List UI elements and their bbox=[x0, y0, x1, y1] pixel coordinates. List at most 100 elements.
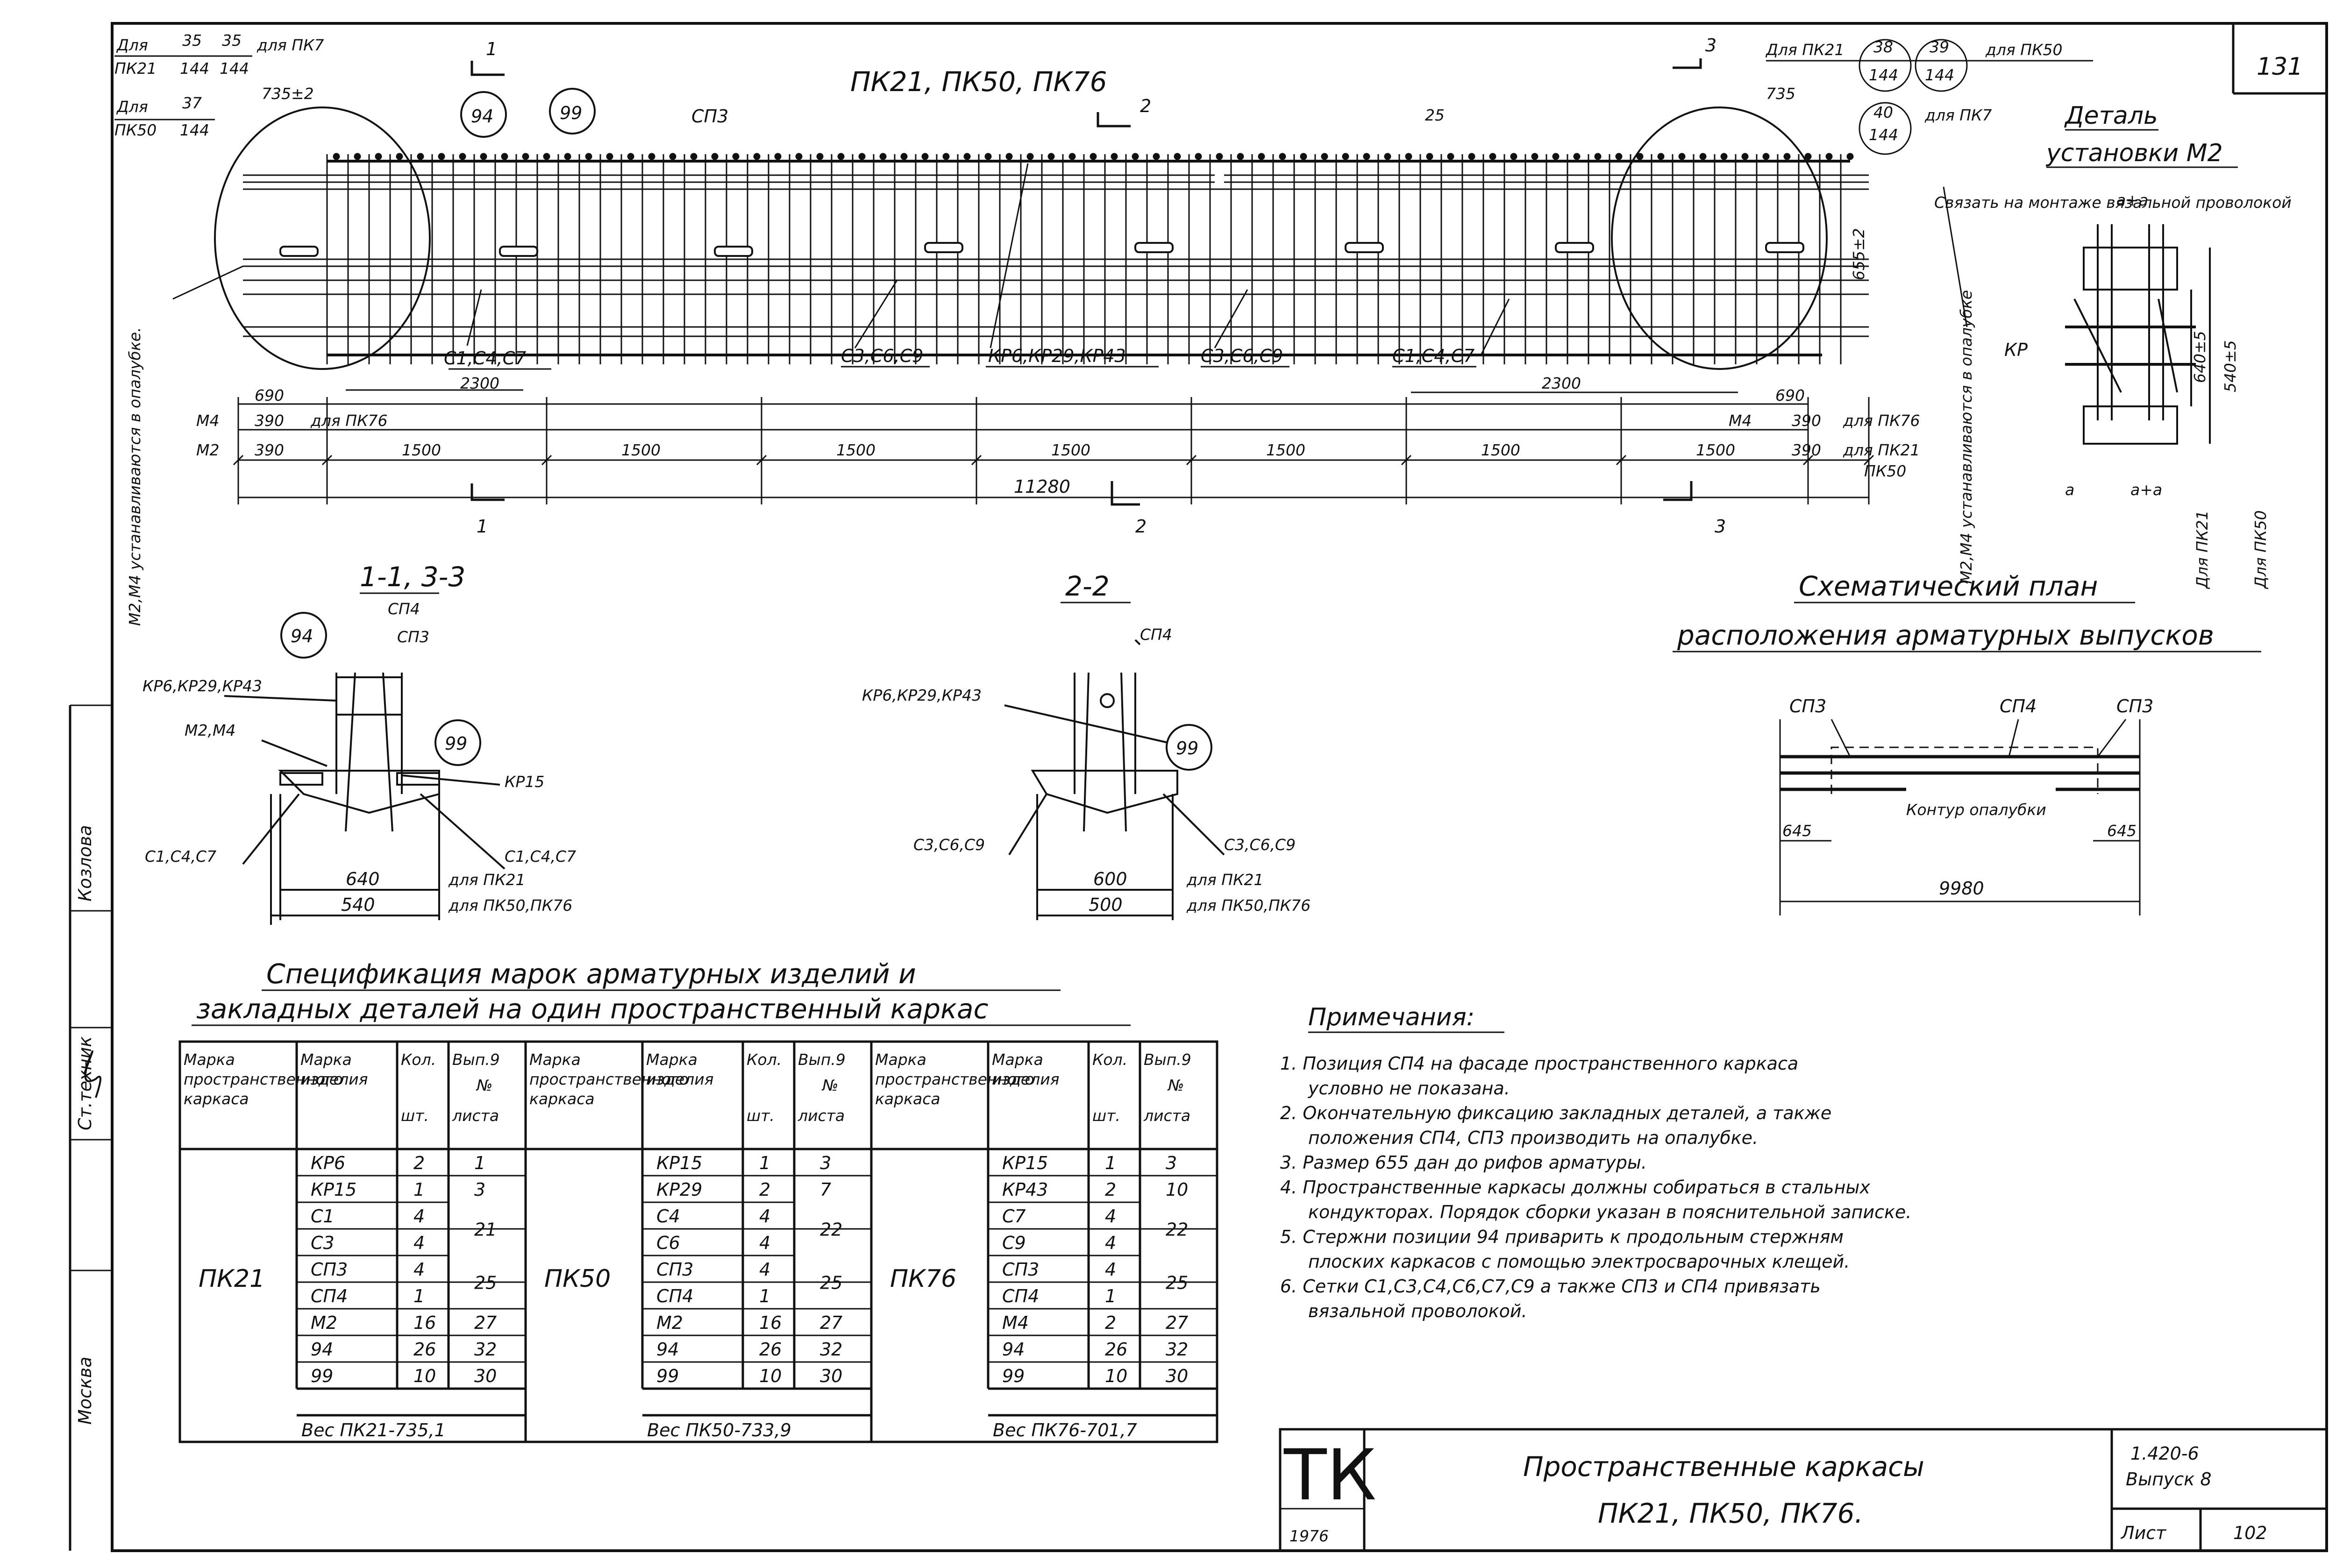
dim-735-left: 735±2 bbox=[262, 85, 314, 103]
spec-sheet: 1 bbox=[474, 1153, 485, 1173]
detail-title-2: установки М2 bbox=[2045, 139, 2223, 167]
spec-title-1: Спецификация марок арматурных изделий и bbox=[266, 958, 916, 990]
detail-kr: КР bbox=[2004, 340, 2028, 360]
note-line: 2. Окончательную фиксацию закладных дета… bbox=[1280, 1103, 1831, 1123]
cut-2-bot: 2 bbox=[1135, 516, 1147, 537]
schematic-sp3a: СП3 bbox=[1789, 696, 1826, 717]
tr-144d: 144 bbox=[1869, 66, 1898, 84]
spec-hdr-issue: Вып.9 bbox=[798, 1050, 846, 1069]
callout-99-circle bbox=[549, 88, 596, 135]
side-note-left: М2,М4 устанавливаются в опалубке. bbox=[126, 327, 144, 626]
cut-1-bot: 1 bbox=[477, 516, 488, 537]
callout-94-circle bbox=[460, 91, 507, 138]
spec-item: С1 bbox=[311, 1206, 335, 1227]
dim-2300-left: 2300 bbox=[460, 374, 499, 392]
stamp-logo: ТК bbox=[1283, 1435, 1376, 1516]
span-1500: 1500 bbox=[1051, 441, 1090, 459]
spec-hdr-issue: Вып.9 bbox=[452, 1050, 500, 1069]
tr-for-pk7: для ПК7 bbox=[1924, 106, 1992, 124]
spec-hdr-frame-2: пространственного bbox=[184, 1070, 343, 1088]
spec-item: КР15 bbox=[311, 1179, 356, 1200]
spec-sheet: 30 bbox=[474, 1366, 497, 1386]
spec-item: 99 bbox=[1002, 1366, 1025, 1386]
row-m4: М4 bbox=[196, 412, 219, 430]
spec-qty: 26 bbox=[413, 1339, 436, 1360]
spec-qty: 1 bbox=[759, 1153, 770, 1173]
spec-qty: 26 bbox=[759, 1339, 782, 1360]
section-22-for-pk21: для ПК21 bbox=[1186, 871, 1263, 889]
sheet-frame bbox=[69, 22, 2328, 1552]
note-line: плоских каркасов с помощью электросвароч… bbox=[1308, 1251, 1850, 1272]
spec-item: С9 bbox=[1002, 1233, 1026, 1253]
callout-99: 99 bbox=[560, 103, 582, 123]
tl-144b: 144 bbox=[220, 59, 249, 78]
tr-for-pk21: Для ПК21 bbox=[1765, 41, 1844, 59]
section-22-500: 500 bbox=[1089, 894, 1123, 915]
specification: Спецификация марок арматурных изделий и … bbox=[178, 958, 1218, 1443]
row-m2-right-pk50: ПК50 bbox=[1864, 462, 1906, 480]
section-11-c-right: С1,С4,С7 bbox=[505, 847, 576, 866]
section-11-640: 640 bbox=[346, 869, 380, 889]
spec-item: С6 bbox=[656, 1233, 680, 1253]
tl-pk21: ПК21 bbox=[114, 59, 157, 78]
section-11-callout-99: 99 bbox=[445, 733, 467, 754]
spec-item: 99 bbox=[311, 1366, 333, 1386]
spec-hdr-qty-unit: шт. bbox=[1092, 1107, 1120, 1125]
tr-144f: 144 bbox=[1869, 126, 1898, 144]
spec-item: 94 bbox=[311, 1339, 333, 1360]
tr-144e: 144 bbox=[1925, 66, 1954, 84]
spec-qty: 16 bbox=[759, 1313, 782, 1333]
spec-hdr-frame-2: пространственного bbox=[529, 1070, 689, 1088]
row-m2-right-for-pk21: для ПК21 bbox=[1843, 441, 1920, 459]
schematic-645a: 645 bbox=[1782, 822, 1812, 840]
spec-weight: Вес ПК21-735,1 bbox=[301, 1420, 446, 1440]
spec-qty: 2 bbox=[413, 1153, 425, 1173]
row-m4-right-for-pk76: для ПК76 bbox=[1843, 412, 1920, 430]
spec-qty: 2 bbox=[759, 1179, 770, 1200]
side-note-right: М2,М4 устанавливаются в опалубке bbox=[1957, 290, 1975, 584]
spec-hdr-item-2: изделия bbox=[992, 1070, 1060, 1088]
spec-hdr-sheet: листа bbox=[1143, 1107, 1190, 1125]
title-block: ТК 1976 Пространственные каркасы ПК21, П… bbox=[1279, 1428, 2328, 1552]
spec-qty: 4 bbox=[413, 1259, 425, 1280]
cut-3-bot: 3 bbox=[1715, 516, 1726, 537]
section-22-c-left: С3,С6,С9 bbox=[913, 836, 985, 854]
section-2-2: 2-2 СП4 КР6,КР29,КР43 99 С3,С6,С9 С3,С6,… bbox=[862, 570, 1310, 920]
main-title: ПК21, ПК50, ПК76 bbox=[850, 66, 1107, 98]
spec-hdr-sheet: листа bbox=[798, 1107, 845, 1125]
spec-qty: 10 bbox=[413, 1366, 436, 1386]
spec-hdr-issue: Вып.9 bbox=[1144, 1050, 1191, 1069]
schematic-title-1: Схематический план bbox=[1799, 570, 2098, 602]
spec-hdr-item-2: изделия bbox=[300, 1070, 368, 1088]
row-m4-for-pk76: для ПК76 bbox=[310, 412, 387, 430]
callout-94: 94 bbox=[471, 106, 493, 127]
spec-qty: 4 bbox=[759, 1259, 770, 1280]
spec-qty: 1 bbox=[413, 1286, 425, 1306]
spec-item: КР29 bbox=[656, 1179, 702, 1200]
span-1500: 1500 bbox=[836, 441, 876, 459]
stamp-title-2: ПК21, ПК50, ПК76. bbox=[1598, 1497, 1863, 1529]
dim-2300-right: 2300 bbox=[1542, 374, 1581, 392]
schematic-645b: 645 bbox=[2107, 822, 2137, 840]
detail-for-pk50: Для ПК50 bbox=[2251, 511, 2270, 589]
spec-hdr-item-2: изделия bbox=[646, 1070, 714, 1088]
stamp-issue: Выпуск 8 bbox=[2126, 1469, 2212, 1490]
spec-sheet: 25 bbox=[474, 1273, 497, 1293]
spec-hdr-frame-1: Марка bbox=[529, 1050, 581, 1069]
spec-qty: 4 bbox=[1105, 1206, 1116, 1227]
spec-item: СП3 bbox=[1002, 1259, 1039, 1280]
stamp-year: 1976 bbox=[1289, 1527, 1329, 1545]
tr-for-pk50: для ПК50 bbox=[1985, 41, 2062, 59]
spec-hdr-qty: Кол. bbox=[1092, 1050, 1127, 1069]
spec-item: М4 bbox=[1002, 1313, 1029, 1333]
detail-note: Связать на монтаже вязальной проволокой bbox=[1934, 193, 2292, 212]
note-line: положения СП4, СП3 производить на опалуб… bbox=[1308, 1128, 1758, 1148]
row-m2-390: 390 bbox=[255, 441, 284, 459]
note-line: 3. Размер 655 дан до рифов арматуры. bbox=[1280, 1152, 1647, 1173]
cut-3-top: 3 bbox=[1705, 35, 1716, 56]
section-22-for-pk50: для ПК50,ПК76 bbox=[1186, 896, 1310, 915]
spec-qty: 1 bbox=[413, 1179, 425, 1200]
spec-item: С4 bbox=[656, 1206, 680, 1227]
label-c3-c6-c9-b: С3,С6,С9 bbox=[1201, 346, 1283, 366]
